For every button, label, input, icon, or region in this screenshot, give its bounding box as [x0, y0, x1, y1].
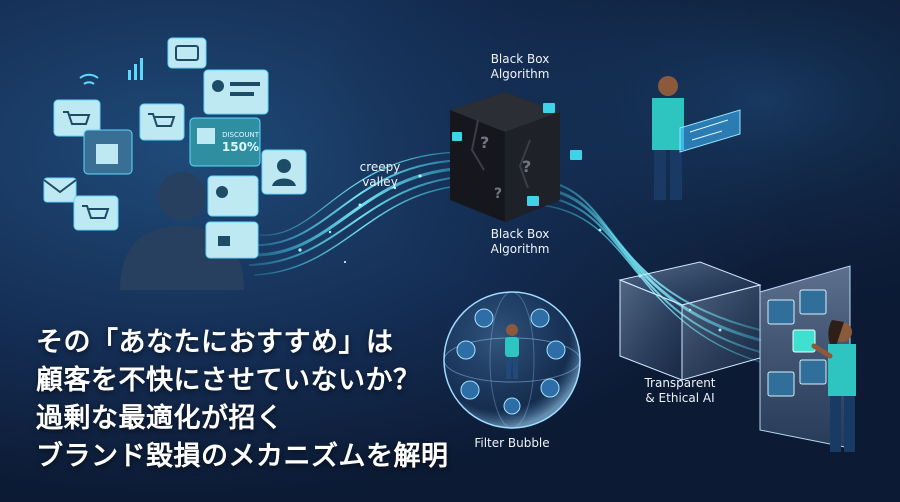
headline-line-4: ブランド毀損のメカニズムを解明	[36, 441, 449, 472]
filter-bubble	[443, 291, 581, 429]
bag-card	[83, 129, 133, 175]
question-mark-icon: ? ? ?	[480, 133, 531, 202]
filter-bubble-label: Filter Bubble	[474, 436, 550, 450]
black-box-label-top-line2: Algorithm	[490, 67, 550, 81]
creepy-valley-label: creepy valley	[345, 160, 415, 190]
headline-line-2: 顧客を不快にさせていないか？	[36, 365, 421, 396]
padlock-icon	[452, 103, 582, 206]
headline: その「あなたにおすすめ」は 顧客を不快にさせていないか？ 過剰な最適化が招く ブ…	[36, 324, 449, 476]
discount-badge-title: DISCOUNT	[222, 131, 259, 139]
creepy-valley-line1: creepy	[359, 160, 401, 174]
cart-icon-3	[73, 195, 119, 231]
creepy-valley-line2: valley	[362, 175, 398, 189]
analyst-figure	[652, 76, 741, 200]
id-card	[207, 175, 259, 217]
transparent-ai-label: Transparent & Ethical AI	[630, 376, 730, 406]
recommendation-cards	[43, 37, 307, 259]
transparent-ai-line1: Transparent	[644, 376, 716, 390]
black-box-label-bottom-line1: Black Box	[490, 227, 550, 241]
shopper-figure	[811, 320, 856, 452]
profile-icon	[203, 69, 269, 115]
cart-icon	[53, 99, 101, 137]
bar-chart-icon	[128, 58, 143, 80]
shopping-bag-icon	[456, 308, 566, 415]
black-box-label-top: Black Box Algorithm	[470, 52, 570, 82]
cart-icon-2	[139, 103, 185, 141]
user-icon	[261, 149, 307, 195]
headline-line-3: 過剰な最適化が招く	[36, 403, 284, 434]
discount-badge-value: 150%	[221, 140, 259, 154]
gift-icon	[189, 117, 261, 167]
lock-icon	[205, 221, 259, 259]
glass-cube	[618, 261, 762, 381]
black-box-label-bottom: Black Box Algorithm	[470, 227, 570, 257]
tshirt-icon	[767, 289, 827, 397]
shopping-bag-icon	[792, 329, 816, 353]
svg-text:?: ?	[522, 157, 531, 176]
black-box-label-top-line1: Black Box	[490, 52, 550, 66]
wallet-icon	[167, 37, 207, 69]
svg-text:?: ?	[480, 133, 489, 152]
headline-line-1: その「あなたにおすすめ」は	[36, 327, 394, 358]
transparent-ai-line2: & Ethical AI	[645, 391, 715, 405]
bubble-person	[505, 324, 519, 379]
black-box-label-bottom-line2: Algorithm	[490, 242, 550, 256]
mail-icon	[43, 177, 77, 203]
wifi-icon	[79, 73, 99, 85]
discount-badge: DISCOUNT 150%	[193, 130, 259, 154]
black-box-cube	[450, 92, 560, 222]
svg-text:?: ?	[494, 186, 502, 202]
